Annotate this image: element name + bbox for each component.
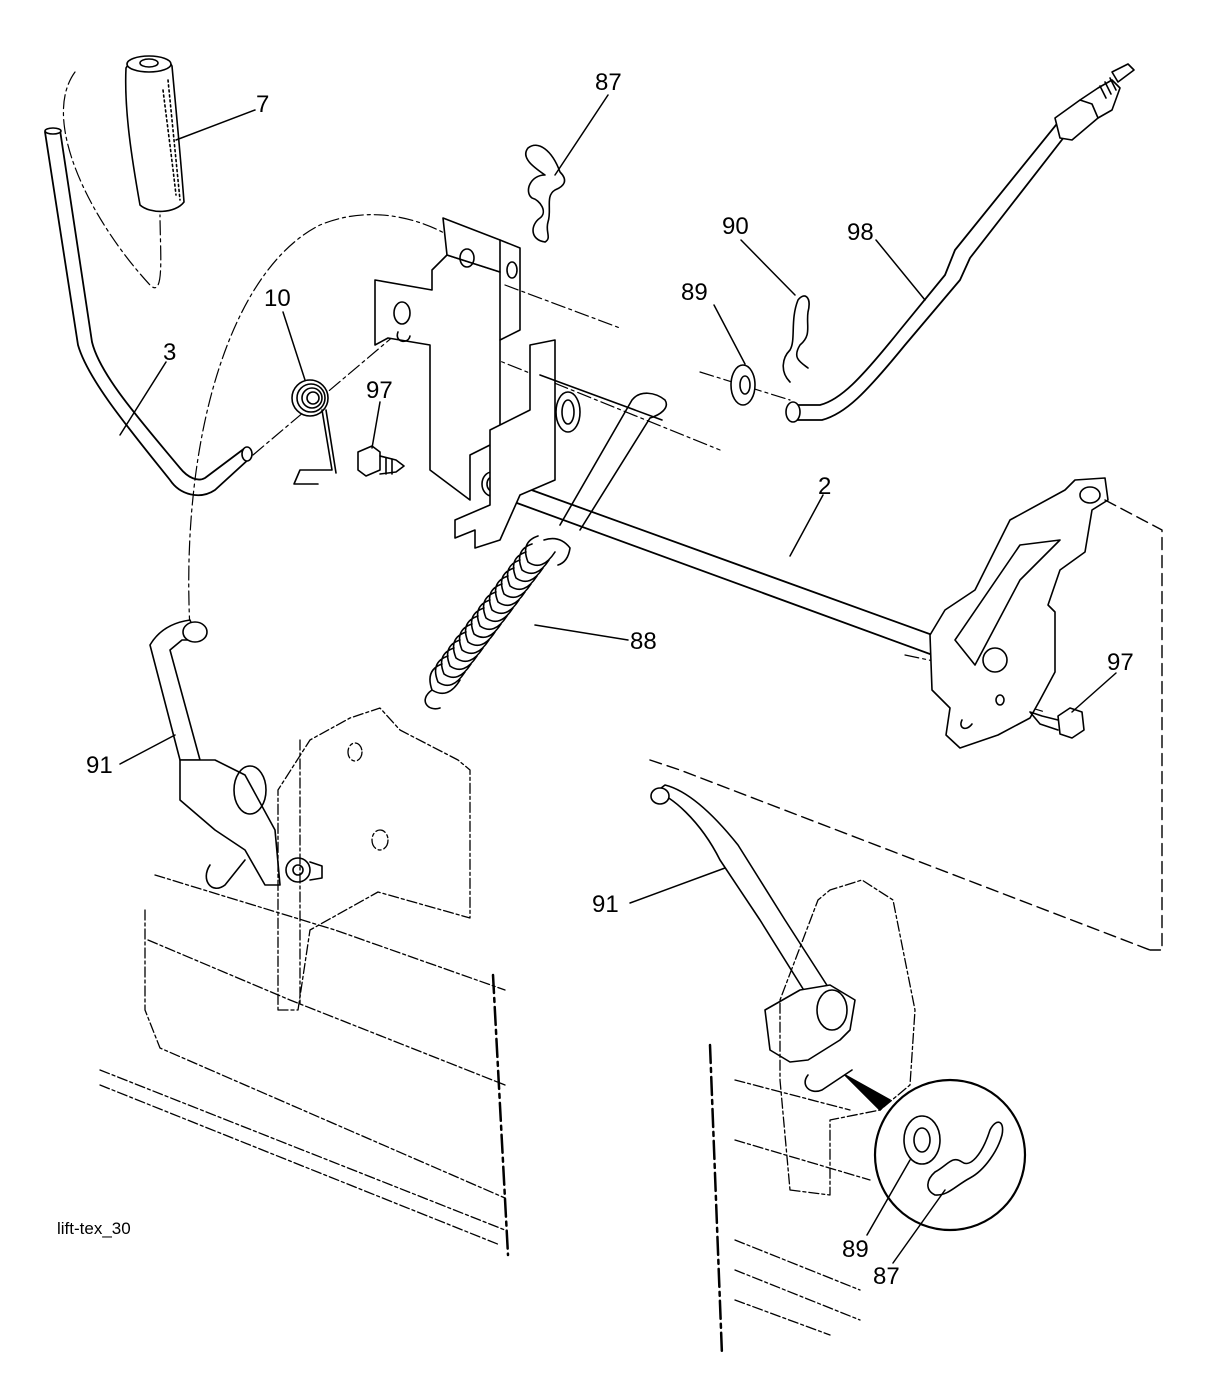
lift-handle-rod-part xyxy=(44,127,253,497)
lift-arm-bracket-right xyxy=(929,477,1109,749)
mounting-bracket-part xyxy=(374,217,521,501)
callout-97-left: 97 xyxy=(366,377,393,404)
callout-90: 90 xyxy=(722,213,749,240)
centerline-left xyxy=(491,973,510,1257)
callout-7: 7 xyxy=(256,91,269,118)
leader-lines xyxy=(119,94,1117,1264)
bolt-97-right xyxy=(1029,707,1085,739)
bolt-97-left xyxy=(357,445,405,477)
callout-87-detail: 87 xyxy=(873,1263,900,1290)
washer-part xyxy=(730,364,756,406)
clip-90-part xyxy=(782,295,810,383)
callout-labels: 7 87 90 98 89 10 3 97 2 88 97 91 91 89 8… xyxy=(57,69,1134,1290)
weld-bracket-part xyxy=(454,339,581,549)
callout-3: 3 xyxy=(163,339,176,366)
callout-98: 98 xyxy=(847,219,874,246)
spring-hook-wire xyxy=(539,374,668,531)
callout-91-right: 91 xyxy=(592,891,619,918)
callout-88: 88 xyxy=(630,628,657,655)
detail-magnifier xyxy=(844,1074,1027,1232)
handle-grip-part xyxy=(124,55,185,213)
drawing-code: lift-tex_30 xyxy=(57,1219,131,1238)
callout-10: 10 xyxy=(264,285,291,312)
link-rod-part xyxy=(785,63,1135,423)
callout-89-top: 89 xyxy=(681,279,708,306)
routing-dashed-lines xyxy=(649,499,1163,951)
centerline-right xyxy=(708,1043,724,1357)
lift-shaft-part xyxy=(481,471,961,666)
callout-91-left: 91 xyxy=(86,752,113,779)
callout-87-top: 87 xyxy=(595,69,622,96)
extension-spring-part xyxy=(424,531,571,710)
lift-link-right xyxy=(650,784,856,1093)
callout-2: 2 xyxy=(818,473,831,500)
hairpin-clip-part xyxy=(525,144,566,243)
deck-bracket-left xyxy=(99,707,506,1246)
deck-bracket-right xyxy=(734,879,916,1336)
callout-89-detail: 89 xyxy=(842,1236,869,1263)
lift-link-left xyxy=(149,619,323,889)
callout-97-right: 97 xyxy=(1107,649,1134,676)
torsion-spring-part xyxy=(291,379,337,485)
